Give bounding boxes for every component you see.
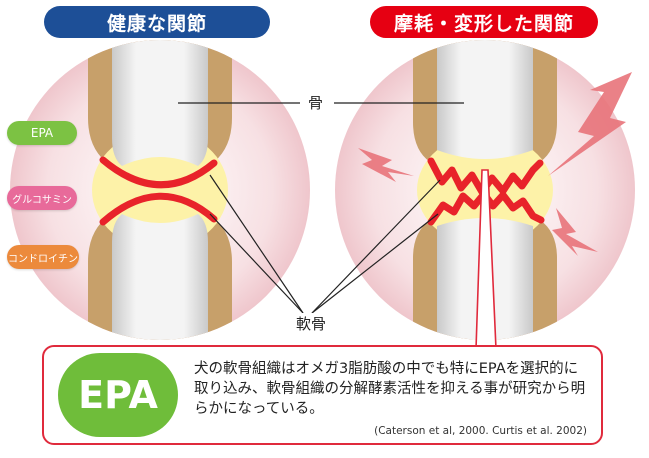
glucosamine-badge: グルコサミン <box>7 186 77 210</box>
epa-badge: EPA <box>7 121 77 145</box>
damaged-joint <box>413 40 557 340</box>
bone-label: 骨 <box>306 92 326 113</box>
damaged-upper-bone-inner <box>437 40 533 159</box>
healthy-lower-cartilage <box>99 192 218 226</box>
damaged-joint-title: 摩耗・変形した関節 <box>370 6 598 38</box>
info-text: 犬の軟骨組織はオメガ3脂肪酸の中でも特にEPAを選択的に取り込み、軟骨組織の分解… <box>194 361 586 417</box>
healthy-upper-cartilage <box>99 156 218 189</box>
healthy-joint <box>88 40 232 340</box>
pain-bolt-right-icon <box>552 208 598 256</box>
cartilage-leader-2 <box>209 213 304 314</box>
pain-bolt-large-icon <box>548 72 632 176</box>
info-box: EPA 犬の軟骨組織はオメガ3脂肪酸の中でも特にEPAを選択的に取り込み、軟骨組… <box>42 345 603 445</box>
cartilage-leader-1 <box>209 174 304 314</box>
healthy-lower-bone-inner <box>112 214 208 340</box>
info-citation: (Caterson et al, 2000. Curtis et al. 200… <box>374 425 587 437</box>
cartilage-leader-3 <box>311 179 441 314</box>
pain-bolt-left-icon <box>358 148 414 182</box>
healthy-upper-bone-inner <box>112 40 208 166</box>
cartilage-label: 軟骨 <box>294 313 329 334</box>
healthy-joint-title: 健康な関節 <box>44 6 270 38</box>
chondroitin-badge: コンドロイチン <box>7 245 79 269</box>
info-epa-badge: EPA <box>58 353 178 437</box>
cartilage-leader-4 <box>311 213 439 314</box>
